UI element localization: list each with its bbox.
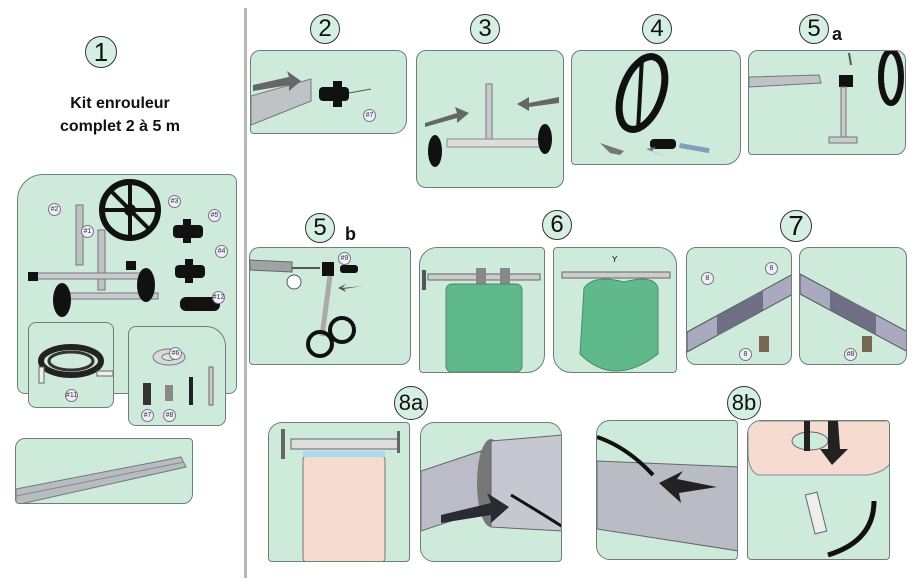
step-5a-text: 5 <box>807 15 821 42</box>
step-8b-left-illustration <box>597 435 737 552</box>
part-label-8: #8 <box>163 409 176 422</box>
step-3-panel <box>416 50 564 188</box>
part-label-7: #7 <box>141 409 154 422</box>
step-7-text: 7 <box>788 210 804 241</box>
part-label-1: #1 <box>81 225 94 238</box>
step-8a-text: 8a <box>398 390 424 415</box>
step-4-panel <box>571 50 741 165</box>
step-7-label-c: 8 <box>739 348 752 361</box>
kit-title-line1: Kit enrouleur <box>70 95 170 112</box>
step-1-text: 1 <box>93 37 109 67</box>
trolley-illustration <box>28 179 220 317</box>
step-7-left-illustration <box>687 274 791 353</box>
step-8a-left-panel <box>268 422 410 562</box>
step-8b-left-panel <box>596 420 738 560</box>
rope-illustration <box>38 344 113 384</box>
step-5a-panel <box>748 50 906 155</box>
step-8a-number: 8a <box>394 386 428 420</box>
screws-panel: #6 #7 #8 <box>128 326 226 426</box>
step-5a-illustration <box>749 51 904 144</box>
step-5b-illustration <box>250 259 362 358</box>
column-divider <box>244 8 247 578</box>
step-6-text: 6 <box>550 211 564 238</box>
kit-title: Kit enrouleur complet 2 à 5 m <box>20 92 220 138</box>
step-7-right-panel: #8 <box>799 247 907 365</box>
step-6-right-panel: Y <box>553 247 677 373</box>
step-7-left-panel: 8 8 8 <box>686 247 792 365</box>
part-label-12: #12 <box>212 291 225 304</box>
part-label-6: #6 <box>169 347 182 360</box>
step-2-part-label: #7 <box>363 109 376 122</box>
part-label-11: #11 <box>65 389 78 402</box>
step-8b-right-panel <box>747 420 890 560</box>
tube-illustration <box>16 456 187 503</box>
step-8a-right-illustration <box>421 434 561 532</box>
step-7-right-illustration <box>800 273 906 352</box>
step-6-left-illustration <box>422 268 541 372</box>
step-1-number: 1 <box>85 36 117 68</box>
step-8b-number: 8b <box>727 386 761 420</box>
step-8b-right-illustration <box>748 421 889 558</box>
step-7-label-a: 8 <box>701 272 714 285</box>
tube-panel <box>15 438 193 504</box>
step-7-label-d: #8 <box>844 348 857 361</box>
step-6-right-illustration: Y <box>561 255 671 372</box>
step-4-text: 4 <box>650 15 664 42</box>
step-3-number: 3 <box>470 14 500 44</box>
step-2-number: 2 <box>310 14 340 44</box>
step-2-panel: #7 <box>250 50 407 134</box>
kit-title-line2: complet 2 à 5 m <box>59 118 181 135</box>
step-7-label-b: 8 <box>765 262 778 275</box>
step-5b-number: 5 <box>305 213 335 243</box>
step-5a-number: 5 <box>799 14 829 44</box>
rope-panel: #11 <box>28 322 114 408</box>
dimension-y-label: Y <box>612 255 618 264</box>
part-label-4: #4 <box>215 245 228 258</box>
step-6-left-panel <box>419 247 545 373</box>
step-8a-left-illustration <box>281 429 400 561</box>
step-5b-panel: #9 <box>249 247 411 365</box>
step-7-number: 7 <box>780 210 812 242</box>
step-4-illustration <box>600 53 710 159</box>
part-label-3: #3 <box>168 195 181 208</box>
step-4-number: 4 <box>642 14 672 44</box>
step-5b-suffix: b <box>345 224 356 244</box>
step-5b-text: 5 <box>313 214 327 241</box>
part-label-5: #5 <box>208 209 221 222</box>
step-8a-right-panel <box>420 422 562 562</box>
step-8b-text: 8b <box>731 390 757 415</box>
step-5a-suffix: a <box>832 24 843 44</box>
step-2-illustration <box>251 71 372 126</box>
part-label-2: #2 <box>48 203 61 216</box>
step-3-illustration <box>425 83 559 167</box>
step-5b-part-label: #9 <box>338 252 351 265</box>
step-3-text: 3 <box>478 15 492 42</box>
step-2-text: 2 <box>318 15 332 42</box>
step-6-number: 6 <box>542 210 572 240</box>
